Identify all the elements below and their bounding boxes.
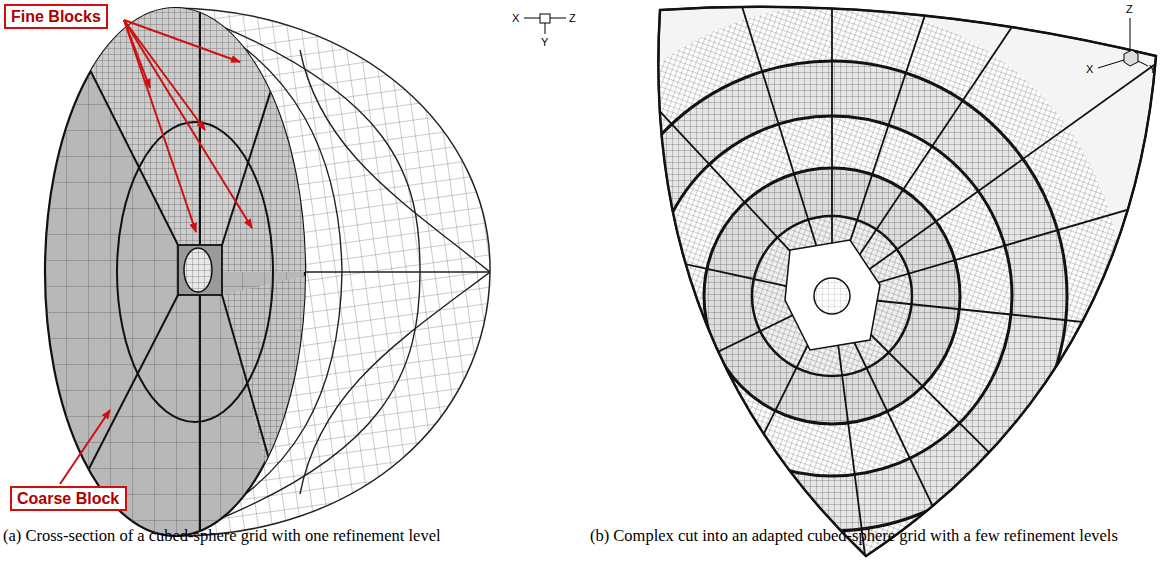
leader-arrows <box>60 20 252 484</box>
sub-caption: (b) Complex cut into an adapted cubed-sp… <box>590 526 1156 545</box>
axis-triad <box>524 14 1148 68</box>
axis-label: Y <box>541 36 548 48</box>
callout-box: Coarse Block <box>10 486 127 511</box>
callout-box: Fine Blocks <box>4 4 108 29</box>
sub-caption: (a) Cross-section of a cubed-sphere grid… <box>3 526 581 545</box>
axis-label: Z <box>1126 3 1133 15</box>
callout-label: Coarse Block <box>17 489 120 508</box>
axis-label: X <box>512 12 519 24</box>
callout-label: Fine Blocks <box>11 7 101 26</box>
axis-label: Z <box>569 12 576 24</box>
octant-grid <box>542 0 1161 563</box>
axis-label: Y <box>1149 63 1156 75</box>
hemisphere-grid <box>40 0 490 540</box>
axis-label: X <box>1086 63 1093 75</box>
